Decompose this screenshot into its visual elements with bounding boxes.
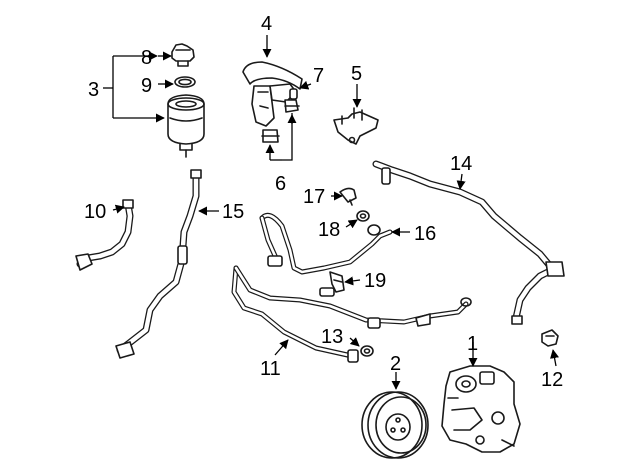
fitting-plug [541, 329, 559, 347]
callout-8: 8 [141, 47, 152, 69]
callout-5: 5 [351, 63, 362, 85]
power-steering-reservoir [167, 94, 205, 158]
callout-15: 15 [222, 201, 244, 223]
callout-18: 18 [318, 219, 340, 241]
callout-7: 7 [313, 65, 324, 87]
callout-14: 14 [450, 153, 472, 175]
cooler-line [372, 160, 565, 325]
leader-lines [103, 35, 559, 390]
pressure-line [259, 212, 393, 275]
banjo-bolt [339, 187, 357, 206]
callout-2: 2 [390, 353, 401, 375]
callout-1: 1 [467, 333, 478, 355]
pump-pulley [361, 391, 429, 459]
callout-13: 13 [321, 326, 343, 348]
callout-3: 3 [88, 79, 99, 101]
bracket-grommet [261, 88, 300, 143]
sealing-washer [356, 210, 370, 222]
callout-19: 19 [364, 270, 386, 292]
power-steering-pump [441, 365, 521, 453]
callout-11: 11 [260, 358, 281, 380]
callout-labels: 1 2 3 4 5 6 7 8 9 10 11 12 13 14 15 16 1… [84, 13, 563, 391]
callout-9: 9 [141, 75, 152, 97]
callout-16: 16 [414, 223, 436, 245]
callout-17: 17 [303, 186, 325, 208]
callout-6: 6 [275, 173, 286, 195]
seal-ring [174, 76, 196, 88]
supply-hose [115, 169, 202, 359]
reservoir-cap [171, 43, 195, 67]
callout-4: 4 [261, 13, 272, 35]
return-hose [75, 199, 134, 271]
hose-washer [360, 345, 374, 357]
callout-10: 10 [84, 201, 106, 223]
callout-12: 12 [541, 369, 563, 391]
mounting-bracket [333, 107, 379, 145]
pressure-hose-assembly [231, 265, 472, 363]
line-clip [329, 271, 345, 293]
